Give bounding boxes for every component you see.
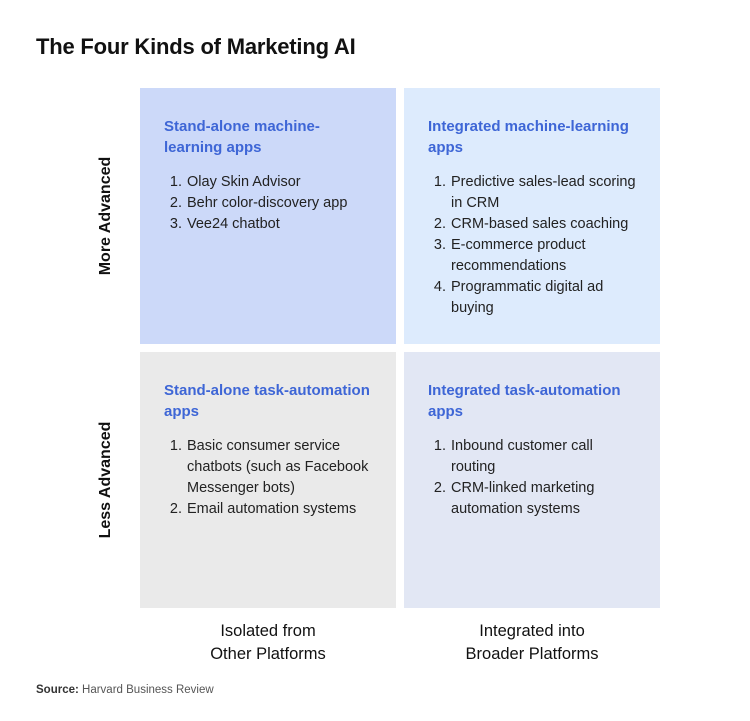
list-item: Inbound customer call routing	[450, 436, 638, 478]
list-item: Programmatic digital ad buying	[450, 277, 638, 319]
quadrant-title: Integrated task-automation apps	[428, 382, 621, 420]
list-item: CRM-linked marketing automation systems	[450, 478, 638, 520]
list-item: Predictive sales-lead scoring in CRM	[450, 172, 638, 214]
quadrant-integrated-ml: Integrated machine-learning apps Predict…	[404, 88, 660, 344]
x-axis-label-isolated: Isolated from Other Platforms	[140, 620, 396, 666]
quadrant-list: Inbound customer call routing CRM-linked…	[428, 436, 638, 520]
source-label: Source:	[36, 684, 79, 696]
y-axis-label-more-advanced: More Advanced	[97, 156, 114, 276]
quadrant-standalone-ml: Stand-alone machine-learning apps Olay S…	[140, 88, 396, 344]
list-item: Email automation systems	[186, 499, 374, 520]
list-item: CRM-based sales coaching	[450, 214, 638, 235]
list-item: Vee24 chatbot	[186, 214, 374, 235]
source-note: Source: Harvard Business Review	[36, 684, 214, 696]
quadrant-title: Integrated machine-learning apps	[428, 118, 629, 156]
quadrant-integrated-task-automation: Integrated task-automation apps Inbound …	[404, 352, 660, 608]
source-text: Harvard Business Review	[82, 684, 214, 696]
x-axis-label-line: Integrated into	[479, 622, 585, 640]
quadrant-list: Olay Skin Advisor Behr color-discovery a…	[164, 172, 374, 235]
quadrant-title: Stand-alone task-automation apps	[164, 382, 370, 420]
x-axis-label-integrated: Integrated into Broader Platforms	[404, 620, 660, 666]
x-axis-label-line: Broader Platforms	[465, 645, 599, 663]
quadrant-title: Stand-alone machine-learning apps	[164, 118, 320, 156]
list-item: Basic consumer service chatbots (such as…	[186, 436, 374, 499]
x-axis-label-line: Isolated from	[220, 622, 316, 640]
diagram-title: The Four Kinds of Marketing AI	[36, 34, 356, 59]
quadrant-list: Predictive sales-lead scoring in CRM CRM…	[428, 172, 638, 319]
list-item: Behr color-discovery app	[186, 193, 374, 214]
x-axis-label-line: Other Platforms	[210, 645, 326, 663]
list-item: E-commerce product recommendations	[450, 235, 638, 277]
y-axis-label-less-advanced: Less Advanced	[97, 421, 114, 539]
quadrant-list: Basic consumer service chatbots (such as…	[164, 436, 374, 520]
quadrant-standalone-task-automation: Stand-alone task-automation apps Basic c…	[140, 352, 396, 608]
list-item: Olay Skin Advisor	[186, 172, 374, 193]
